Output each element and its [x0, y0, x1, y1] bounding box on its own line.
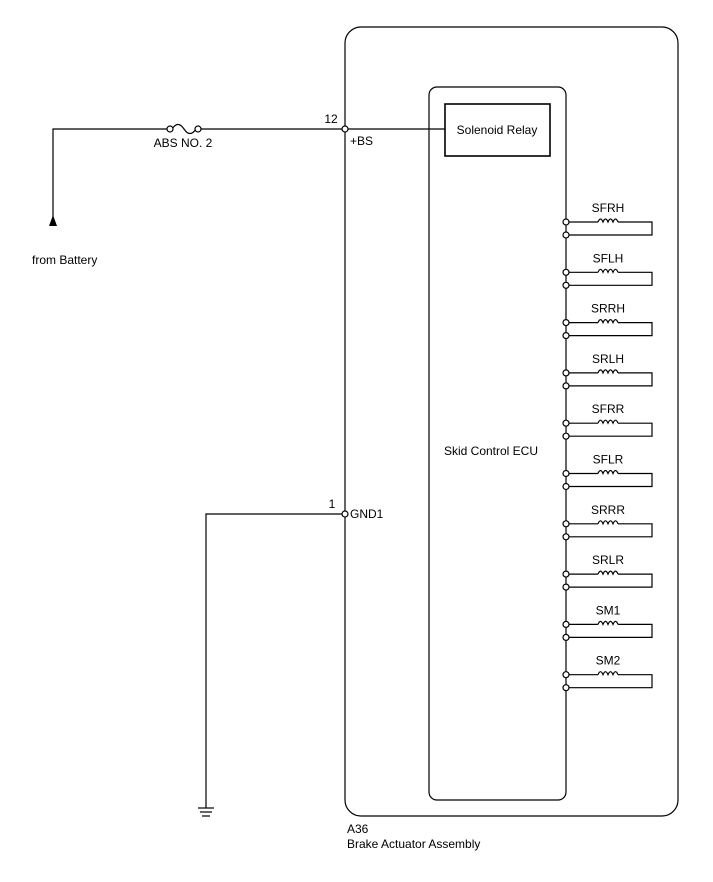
solenoid-terminal-bottom [562, 583, 570, 591]
solenoid-terminal-top [562, 570, 570, 578]
battery-arrow [49, 215, 57, 226]
solenoid-label: SFLR [593, 453, 624, 467]
solenoid-coil [597, 419, 619, 425]
battery-source-label: from Battery [32, 253, 97, 267]
solenoid-label: SFRR [592, 402, 625, 416]
solenoid-terminal-bottom [562, 533, 570, 541]
solenoid-label: SFRH [592, 201, 625, 215]
solenoid-circuit: SM2 [562, 654, 653, 692]
solenoid-terminal-bottom [562, 332, 570, 340]
ground-terminal-label: GND1 [350, 507, 384, 521]
power-pin-number: 12 [324, 112, 338, 126]
solenoid-terminal-top [562, 218, 570, 226]
fuse-symbol [171, 123, 197, 135]
ecu-outline [428, 86, 567, 801]
solenoid-terminal-top [562, 369, 570, 377]
solenoid-label: SRRR [591, 503, 625, 517]
solenoid-wire [569, 573, 653, 588]
solenoid-label: SRLH [592, 352, 624, 366]
solenoid-coil [597, 469, 619, 476]
solenoid-terminal-bottom [562, 432, 570, 440]
solenoid-wire [569, 221, 653, 236]
solenoid-coil [597, 369, 619, 375]
solenoid-label: SRRH [591, 302, 625, 316]
assembly-connector-code: A36 [347, 822, 369, 836]
solenoid-wire [569, 674, 653, 689]
fuse-terminal-left [166, 125, 174, 133]
solenoid-circuit: SFRH [562, 201, 653, 239]
solenoid-circuit: SM1 [562, 603, 653, 642]
power-terminal-label: +BS [350, 134, 373, 148]
assembly-name: Brake Actuator Assembly [347, 837, 480, 851]
fuse-label: ABS NO. 2 [154, 136, 213, 150]
solenoid-circuit: SFLR [562, 453, 653, 491]
solenoid-wire [569, 623, 653, 638]
solenoid-wire [569, 523, 653, 538]
solenoid-wire [569, 422, 653, 437]
solenoid-terminal-top [562, 319, 570, 327]
solenoid-coil [597, 570, 619, 576]
solenoid-relay-label: Solenoid Relay [457, 123, 538, 137]
solenoid-label: SRLR [592, 553, 624, 567]
solenoid-coil [597, 520, 619, 526]
solenoid-wire [569, 271, 653, 286]
solenoid-terminal-top [562, 671, 570, 679]
solenoid-circuit: SFLH [562, 251, 653, 289]
assembly-outline [344, 26, 679, 817]
solenoid-coil [597, 671, 619, 677]
solenoid-terminal-top [562, 620, 570, 629]
ground-pin-number: 1 [329, 497, 336, 511]
solenoid-label: SM1 [596, 603, 621, 617]
solenoid-terminal-bottom [562, 482, 570, 491]
solenoid-wire [569, 322, 653, 337]
solenoid-terminal-top [562, 520, 570, 528]
solenoid-terminal-top [562, 268, 570, 276]
solenoid-circuit: SRRR [562, 503, 653, 541]
solenoid-coil [597, 268, 619, 274]
solenoid-terminal-bottom [562, 231, 570, 239]
solenoid-circuit: SRLH [562, 352, 653, 390]
solenoid-terminal-bottom [562, 281, 570, 289]
solenoid-terminal-top [562, 419, 570, 427]
solenoid-label: SFLH [593, 251, 624, 265]
solenoid-relay-box [444, 103, 551, 157]
solenoid-terminal-bottom [562, 382, 570, 390]
solenoid-coil [597, 319, 619, 325]
fuse-terminal-right [194, 125, 202, 133]
solenoid-wire [569, 372, 653, 387]
solenoid-circuit: SRRH [562, 302, 653, 340]
gnd1-terminal [341, 510, 349, 518]
ecu-label: Skid Control ECU [444, 444, 538, 458]
solenoid-circuit: SRLR [562, 553, 653, 591]
solenoid-coil [597, 620, 619, 626]
battery-wire [52, 128, 168, 225]
ground-wire [205, 513, 342, 808]
solenoid-label: SM2 [596, 654, 621, 668]
solenoid-terminal-bottom [562, 684, 570, 692]
bs-terminal [341, 125, 349, 133]
solenoid-circuit: SFRR [562, 402, 653, 440]
solenoid-coil [597, 218, 619, 224]
solenoid-wire [569, 472, 653, 488]
solenoid-terminal-top [562, 469, 570, 478]
solenoid-terminal-bottom [562, 633, 570, 642]
